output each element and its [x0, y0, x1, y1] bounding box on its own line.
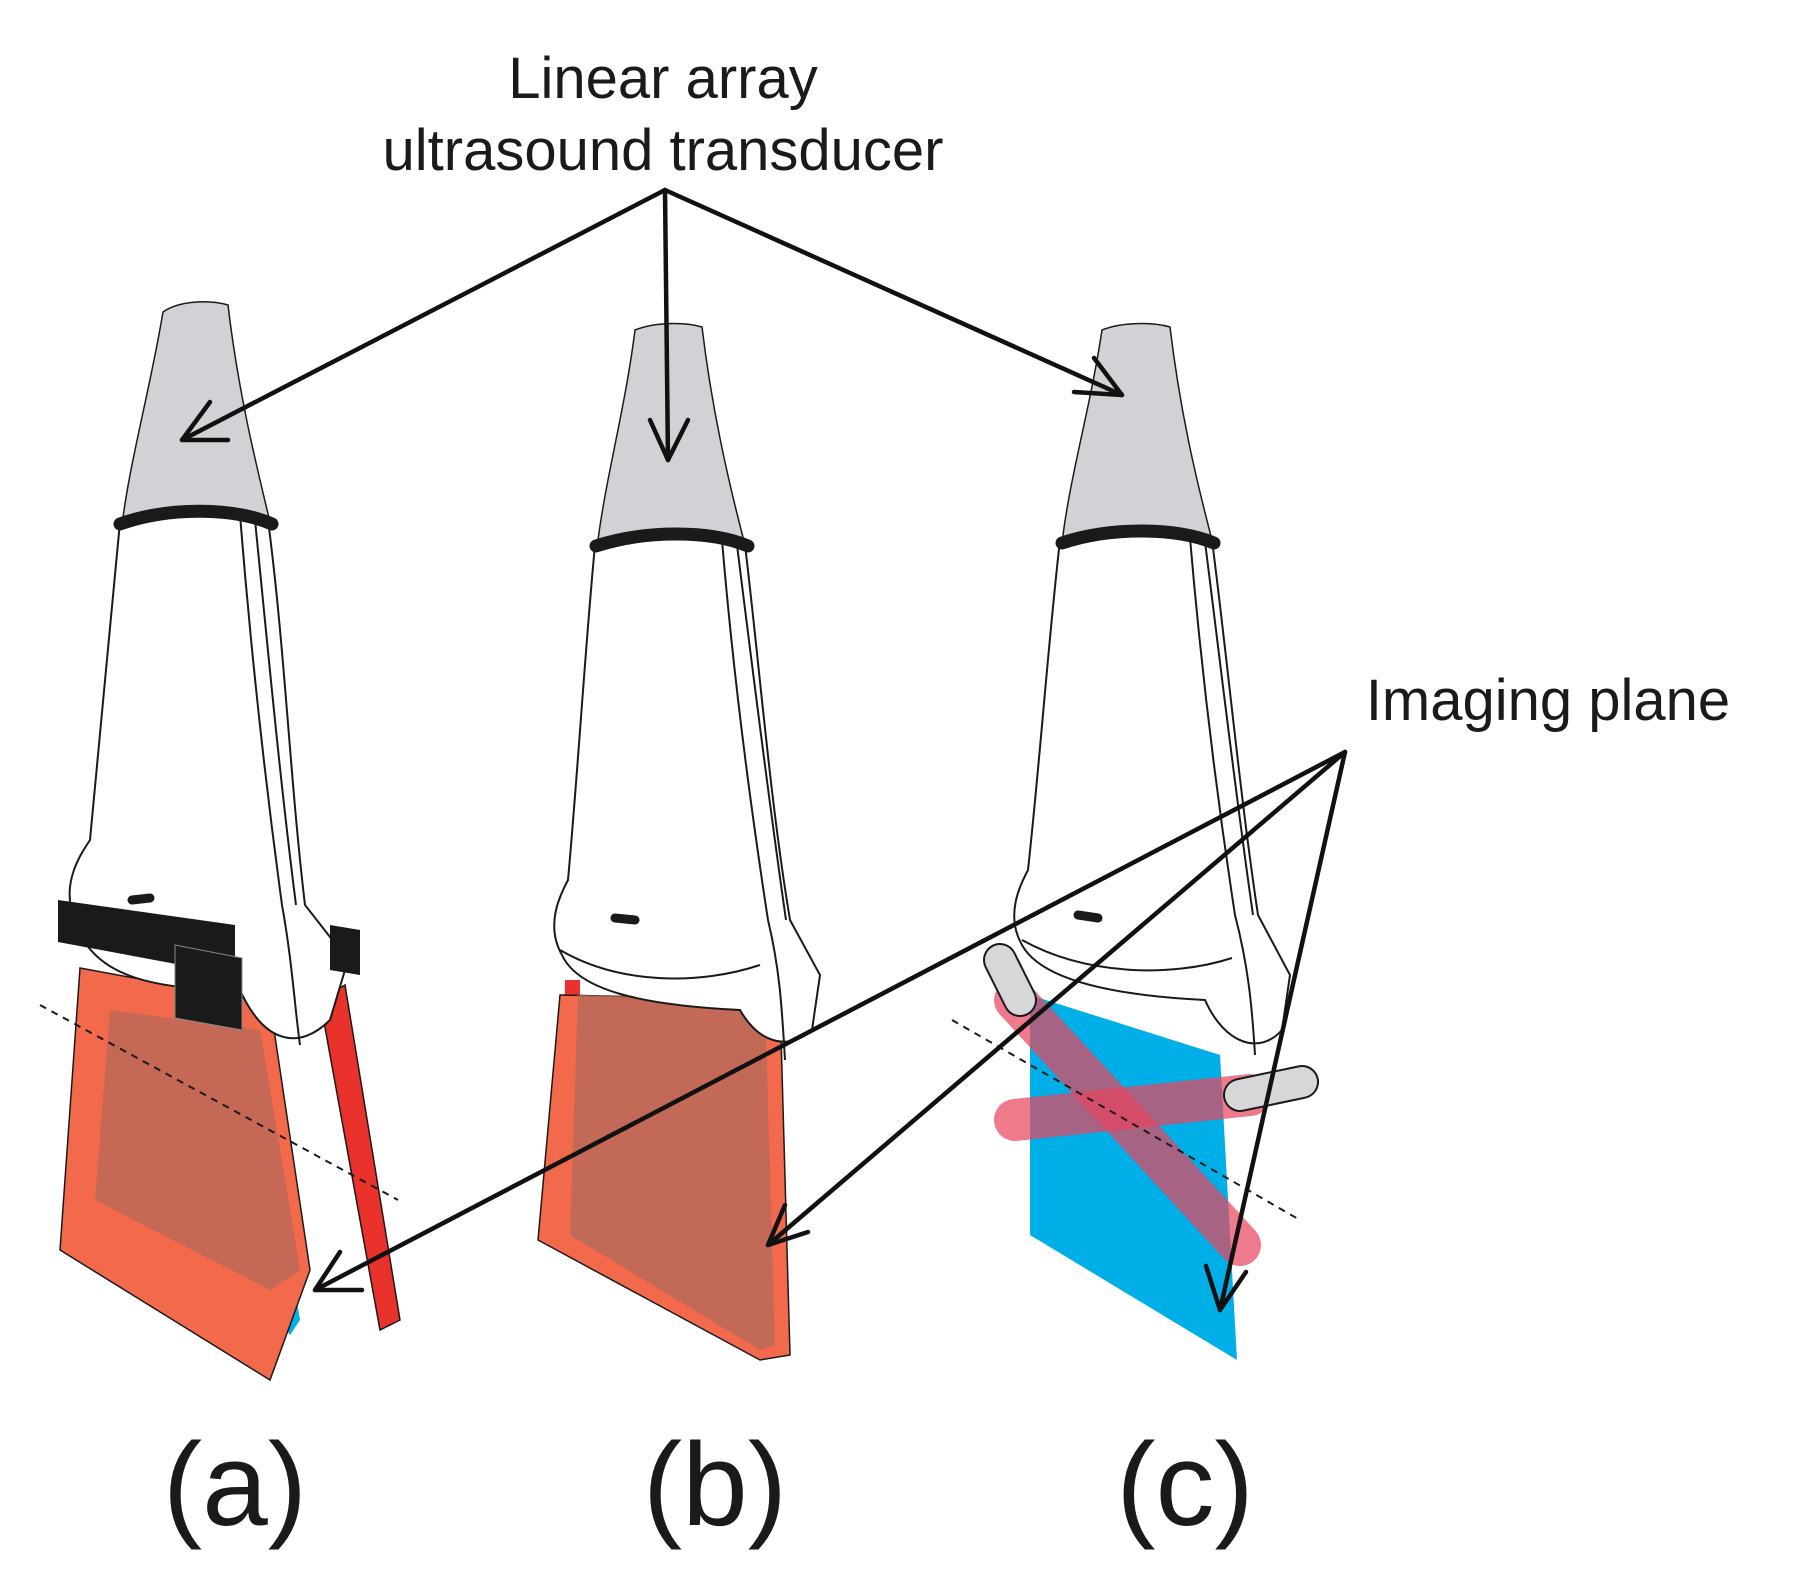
- tip-a: [121, 301, 272, 527]
- tip-b: [596, 322, 747, 550]
- probe-b: [537, 322, 822, 1361]
- arrow-plane-c: [1217, 749, 1348, 1313]
- slot-c: [1073, 910, 1103, 923]
- housing-a: [68, 504, 350, 1040]
- plane-a-red: [319, 983, 401, 1332]
- arrowhead-plane-a: [312, 1249, 365, 1293]
- axis-c: [951, 1019, 1301, 1221]
- panel-label-c: (c): [1116, 1419, 1254, 1551]
- arrow-transducer-a: [179, 187, 668, 443]
- panel-label-a: (a): [163, 1419, 307, 1551]
- housing-b-seam: [721, 539, 786, 1061]
- arrowhead-plane-c: [1203, 1263, 1249, 1313]
- slot-a: [127, 893, 155, 905]
- housing-c-seam2: [1204, 541, 1254, 916]
- arrow-transducer-c: [662, 187, 1125, 398]
- beam-c-diagonal: [994, 979, 1261, 1266]
- axis-a: [39, 1004, 399, 1201]
- clamp-bar-a-front: [174, 944, 243, 1031]
- housing-c: [1013, 525, 1292, 1045]
- rod-c-left-fill: [985, 945, 1035, 1015]
- imaging-plane-label: Imaging plane: [1366, 668, 1730, 733]
- band-a: [113, 504, 279, 531]
- tip-c: [1061, 322, 1214, 545]
- panel-label-b: (b): [643, 1419, 787, 1551]
- housing-c-seam: [1189, 537, 1256, 1056]
- plane-arrows: [312, 749, 1348, 1313]
- probe-a: [39, 301, 401, 1382]
- band-c: [1055, 524, 1221, 550]
- arrowhead-transducer-b: [647, 417, 691, 463]
- housing-b-base: [559, 949, 761, 980]
- arrow-plane-b: [765, 749, 1348, 1248]
- slot-b: [610, 913, 640, 925]
- transducer-label-line1: Linear array: [508, 46, 817, 111]
- plane-b-brown: [570, 995, 775, 1350]
- transducer-label-line2: ultrasound transducer: [383, 118, 944, 183]
- band-b: [589, 527, 755, 553]
- arrowhead-plane-b: [765, 1202, 811, 1248]
- housing-c-base: [1021, 939, 1233, 972]
- arrow-plane-a: [312, 749, 1348, 1293]
- probe-c: [951, 322, 1319, 1360]
- housing-a-seam2: [254, 519, 297, 906]
- housing-a-seam: [239, 514, 301, 1046]
- arrowhead-transducer-c: [1071, 355, 1125, 398]
- housing-b-seam2: [736, 544, 787, 921]
- arrowhead-transducer-a: [179, 399, 231, 443]
- arrow-transducer-b: [662, 187, 671, 463]
- transducer-arrows: [179, 187, 1125, 463]
- plane-a-overlap: [95, 1010, 300, 1290]
- clamp-bar-a-end: [330, 925, 360, 975]
